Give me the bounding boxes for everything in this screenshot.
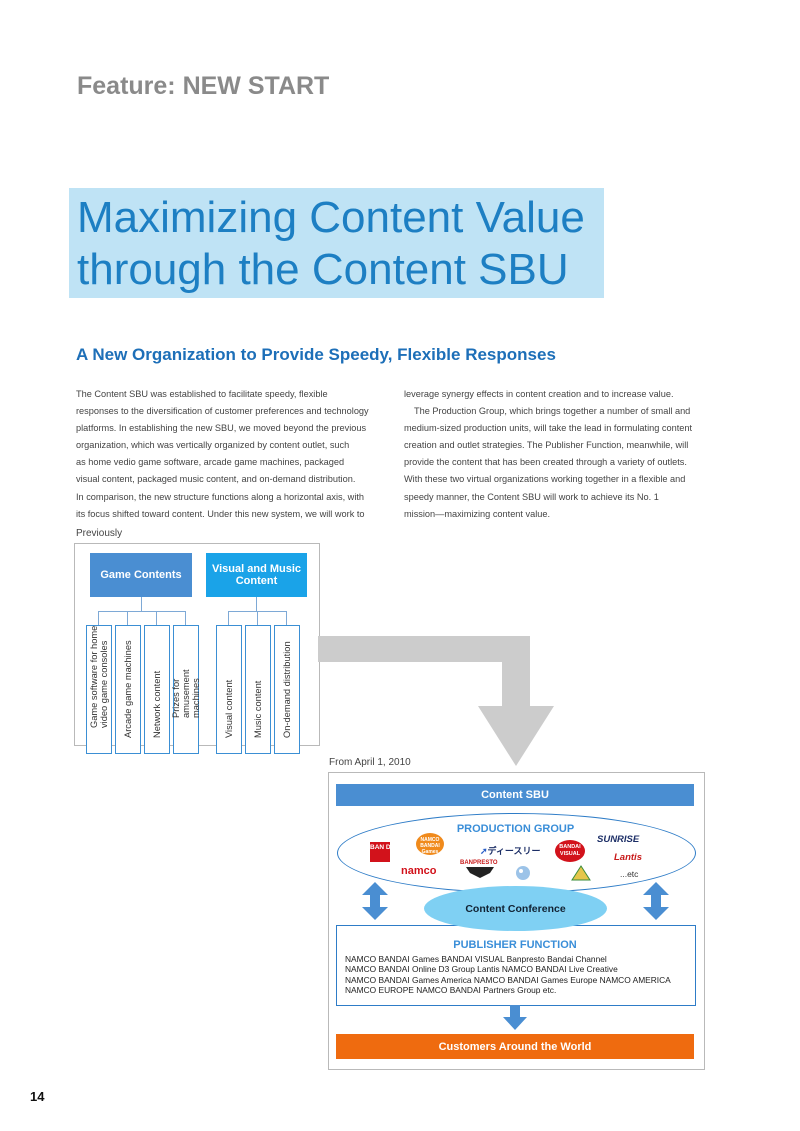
connector-line: [127, 611, 128, 625]
from-date-label: From April 1, 2010: [329, 757, 411, 768]
body-line: leverage synergy effects in content crea…: [404, 389, 674, 399]
body-line: medium-sized production units, will take…: [404, 423, 693, 434]
section-subheading: A New Organization to Provide Speedy, Fl…: [76, 345, 556, 364]
outlet-label: Visual content: [224, 679, 234, 738]
publisher-line: NAMCO BANDAI Games BANDAI VISUAL Banpres…: [345, 954, 607, 964]
publisher-function-box: [336, 925, 696, 1006]
outlet-label: Game software for home video game consol…: [89, 625, 109, 728]
outlet-box-on-demand: On-demand distribution: [274, 625, 300, 754]
body-line: creation and outlet strategies. The Publ…: [404, 440, 689, 451]
production-group-ellipse: [337, 813, 696, 893]
connector-line: [228, 611, 229, 625]
content-sbu-bar: Content SBU: [336, 784, 694, 806]
outlet-label: Arcade game machines: [123, 640, 133, 738]
outlet-box-prizes: Prizes for amusement machines: [171, 625, 201, 754]
body-line: With these two virtual organizations wor…: [404, 474, 686, 485]
body-line: platforms. In establishing the new SBU, …: [76, 423, 367, 434]
outlet-label: Music content: [253, 680, 263, 738]
body-line: provide the content that has been create…: [404, 457, 687, 468]
connector-line: [286, 611, 287, 625]
customers-bar: Customers Around the World: [336, 1034, 694, 1059]
page-number: 14: [30, 1089, 45, 1104]
etc-label: ...etc: [620, 869, 639, 879]
previously-label: Previously: [76, 528, 123, 539]
connector-line: [256, 597, 257, 611]
connector-line: [257, 611, 258, 625]
connector-line: [98, 611, 186, 612]
outlet-box-game-software: Game software for home video game consol…: [86, 625, 112, 754]
body-line: The Production Group, which brings toget…: [414, 406, 691, 417]
right-double-arrow-icon: [643, 882, 669, 920]
outlet-label: Prizes for amusement machines: [171, 669, 201, 718]
page-title: Maximizing Content Value through the Con…: [77, 192, 585, 296]
publisher-function-title: PUBLISHER FUNCTION: [453, 939, 577, 951]
down-arrow-icon: [503, 1005, 527, 1030]
body-line: as home vedio game software, arcade game…: [76, 457, 345, 468]
title-line-1: Maximizing Content Value: [77, 193, 585, 242]
banpresto-logo: BANPRESTO: [460, 860, 498, 866]
outlet-box-music: Music content: [245, 625, 271, 754]
sunrise-logo: SUNRISE: [597, 834, 640, 845]
namco-logo: namco: [401, 865, 437, 877]
body-line: responses to the diversification of cust…: [76, 406, 369, 417]
lantis-logo: Lantis: [614, 852, 642, 863]
connector-line: [156, 611, 157, 625]
publisher-line: NAMCO BANDAI Games America NAMCO BANDAI …: [345, 974, 671, 985]
visual-music-header: Visual and Music Content: [206, 553, 307, 597]
transition-arrow-icon: [318, 636, 554, 766]
outlet-box-network: Network content: [144, 625, 170, 754]
left-double-arrow-icon: [362, 882, 388, 920]
publisher-list: NAMCO BANDAI Games BANDAI VISUAL Banpres…: [345, 954, 690, 996]
publisher-line: NAMCO BANDAI Online D3 Group Lantis NAMC…: [345, 964, 618, 975]
body-line: The Content SBU was established to facil…: [76, 389, 328, 399]
body-line: its focus shifted toward content. Under …: [76, 508, 365, 519]
d-three-logo-mark: ➚: [480, 846, 488, 856]
body-column-2: leverage synergy effects in content crea…: [404, 386, 722, 523]
body-line: speedy manner, the Content SBU will work…: [404, 491, 659, 502]
content-conference-ellipse: Content Conference: [424, 886, 607, 931]
title-background: [69, 188, 604, 298]
connector-line: [141, 597, 142, 611]
d-three-logo-text: ディースリー: [487, 846, 541, 856]
body-line: organization, which was vertically organ…: [76, 440, 350, 451]
banpresto-mark-icon: [466, 867, 494, 878]
bandai-logo: BAN DAI: [370, 842, 397, 862]
feature-label: Feature: NEW START: [77, 72, 330, 100]
outlet-box-visual: Visual content: [216, 625, 242, 754]
namco-bandai-games-logo: NAMCO BANDAI Games: [416, 833, 444, 855]
connector-line: [185, 611, 186, 625]
body-line: In comparison, the new structure functio…: [76, 491, 365, 502]
body-line: mission—maximizing content value.: [404, 508, 551, 519]
outlet-label: On-demand distribution: [282, 641, 292, 738]
d-three-logo: ➚ディースリー: [480, 844, 540, 857]
publisher-line: NAMCO EUROPE NAMCO BANDAI Partners Group…: [345, 985, 557, 996]
game-contents-header: Game Contents: [90, 553, 192, 597]
triangle-logo-icon: [571, 865, 591, 881]
body-line: visual content, packaged music content, …: [76, 474, 356, 485]
title-line-2: through the Content SBU: [77, 245, 569, 294]
outlet-box-arcade: Arcade game machines: [115, 625, 141, 754]
character-logo-icon: [516, 866, 530, 880]
production-group-title: PRODUCTION GROUP: [456, 823, 575, 835]
outlet-label: Network content: [152, 670, 162, 738]
body-column-1: The Content SBU was established to facil…: [76, 386, 384, 523]
connector-line: [98, 611, 99, 625]
bandai-visual-logo: BANDAI VISUAL: [555, 840, 585, 862]
